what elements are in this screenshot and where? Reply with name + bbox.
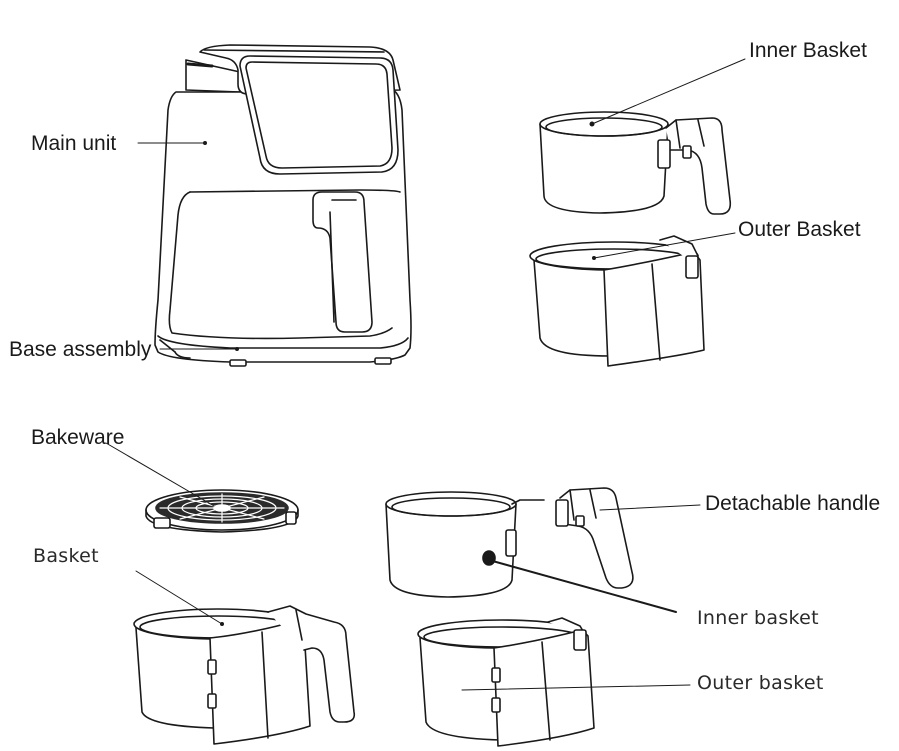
label-basket: Basket [33, 545, 99, 567]
label-bakeware: Bakeware [31, 426, 125, 449]
label-base-assembly: Base assembly [9, 338, 152, 361]
label-outer-basket-top: Outer Basket [738, 218, 861, 241]
label-detachable-handle: Detachable handle [705, 492, 881, 515]
outer-basket-top-illustration [530, 236, 704, 366]
label-outer-basket-bottom: Outer basket [697, 672, 824, 694]
leader-detachable-handle [600, 505, 700, 510]
leader-lines [106, 59, 745, 690]
leader-inner-basket-top [592, 59, 745, 124]
label-main-unit: Main unit [31, 132, 117, 155]
inner-basket-top-illustration [540, 112, 730, 214]
inner-basket-bottom-illustration [386, 492, 544, 597]
leader-basket [136, 571, 222, 624]
leader-outer-basket-bottom [462, 685, 690, 690]
bakeware-illustration [146, 490, 298, 532]
leader-bakeware [106, 443, 214, 506]
label-inner-basket-top: Inner Basket [749, 39, 867, 62]
leader-inner-basket-bottom [489, 560, 676, 612]
main-unit-illustration [155, 45, 411, 366]
label-inner-basket-bottom: Inner basket [697, 607, 819, 629]
leader-outer-basket-top [594, 233, 735, 258]
outer-basket-bottom-illustration [418, 618, 594, 746]
basket-illustration [134, 606, 354, 744]
detachable-handle-illustration [556, 488, 633, 588]
